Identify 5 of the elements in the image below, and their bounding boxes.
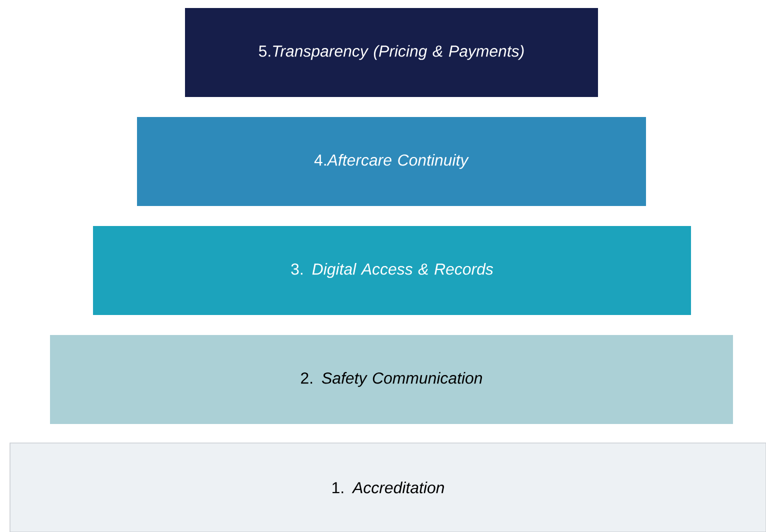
pyramid-tier: 5.Transparency (Pricing & Payments) — [185, 8, 598, 97]
pyramid-tier: 4.Aftercare Continuity — [137, 116, 646, 206]
pyramid-tier: 2. Safety Communication — [50, 334, 733, 424]
pyramid-tier: 3. Digital Access & Records — [93, 226, 691, 315]
pyramid-tier: 1. Accreditation — [10, 442, 766, 532]
